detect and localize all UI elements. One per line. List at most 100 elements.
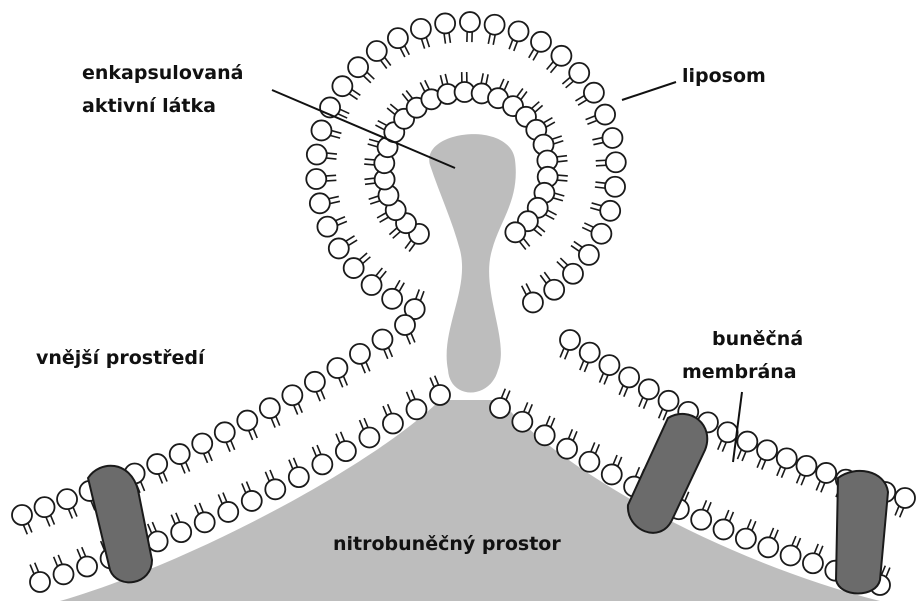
lipid-molecule [560,330,580,359]
lipid-molecule [485,15,505,45]
lipid-molecule [282,385,302,414]
lipid-molecule [170,444,190,473]
lipid-molecule [305,372,325,401]
lipid-molecule [362,268,387,295]
lipid-molecule [781,536,801,565]
lipid-molecule [388,28,409,57]
lipid-molecule [35,497,55,526]
lipid-molecule [320,97,349,118]
lipid-molecule [260,398,280,427]
lipid-molecule [215,422,235,451]
lipid-molecule [367,41,391,69]
lipid-molecule [460,12,480,42]
lipid-molecule [590,201,620,221]
lipid-molecule [522,283,543,312]
lipid-molecule [411,19,431,49]
lipid-molecule [77,547,97,576]
lipid-molecule [540,272,564,300]
lipid-molecule [816,463,836,492]
lipid-molecule [758,528,778,557]
lipid-molecule [509,21,529,51]
lipid-molecule [639,379,659,408]
lipid-molecule [602,455,622,484]
lipid-molecule [490,389,510,418]
lipid-molecule [12,505,32,534]
encapsulated-substance [429,134,516,392]
lipid-molecule [329,236,357,259]
lipid-molecule [311,120,341,140]
lipid-molecule [332,76,360,99]
lipid-molecule [350,344,370,373]
lipid-molecule [218,493,238,522]
lipid-molecule [691,500,711,529]
lipid-molecule [596,152,626,172]
lipid-molecule [803,544,823,573]
lipid-molecule [312,445,332,474]
intracellular-space-area [60,400,880,601]
lipid-molecule [195,503,215,532]
pointer-liposome [622,82,676,100]
lipid-molecule [895,488,915,517]
lipid-molecule [327,358,347,387]
lipid-molecule [562,63,589,88]
label-liposome: liposom [682,65,766,87]
lipid-molecule [317,217,346,237]
lipid-molecule [237,411,257,440]
lipid-molecule [582,223,611,244]
lipid-molecule [547,46,572,73]
lipid-molecule [586,105,616,125]
lipid-molecule [579,442,599,471]
lipid-molecule [382,280,404,309]
label-encapsulated-line2: aktivní látka [82,95,216,117]
lipid-molecule [592,128,622,148]
lipid-molecule [714,510,734,539]
lipid-molecule [265,470,285,499]
label-encapsulated-line1: enkapsulovaná [82,62,243,84]
lipid-molecule [372,329,392,358]
lipid-molecule [737,432,757,461]
lipid-molecule [619,367,639,396]
lipid-molecule [148,522,168,551]
label-outer-environment: vnější prostředí [36,347,206,369]
lipid-molecule [557,429,577,458]
lipid-molecule [344,253,371,278]
lipid-molecule [599,355,619,384]
lipid-molecule [359,418,379,447]
lipid-molecule [57,489,77,518]
lipid-molecule [171,513,191,542]
lipid-molecule [736,519,756,548]
lipid-molecule [289,458,309,487]
lipid-molecule [307,145,337,165]
lipid-molecule [757,440,777,469]
lipid-molecule [192,434,212,463]
lipid-molecule [557,258,583,284]
lipid-molecule [430,376,450,405]
lipid-molecule [406,390,426,419]
membrane-protein-right-outer [836,471,888,594]
lipid-molecule [435,13,455,43]
lipid-molecule [575,83,603,105]
lipid-molecule [310,193,340,213]
lipid-molecule [348,57,374,83]
lipid-molecule [54,555,74,584]
lipid-molecule [580,343,600,372]
lipid-molecule [147,454,167,483]
lipid-molecule [30,563,50,592]
label-cell-membrane-line1: buněčná [712,328,803,350]
lipid-molecule [571,241,599,264]
lipid-molecule [242,482,262,511]
lipid-molecule [595,177,625,197]
lipid-molecule [529,32,551,61]
lipid-molecule [512,402,532,431]
lipid-molecule [395,315,415,344]
lipid-molecule [336,432,356,461]
lipid-molecule [777,448,797,477]
label-intracellular-space: nitrobuněčný prostor [333,533,561,555]
lipid-molecule [535,416,555,445]
lipid-molecule [796,456,816,485]
label-cell-membrane-line2: membrána [682,361,797,383]
lipid-molecule [383,404,403,433]
lipid-molecule [306,169,336,189]
